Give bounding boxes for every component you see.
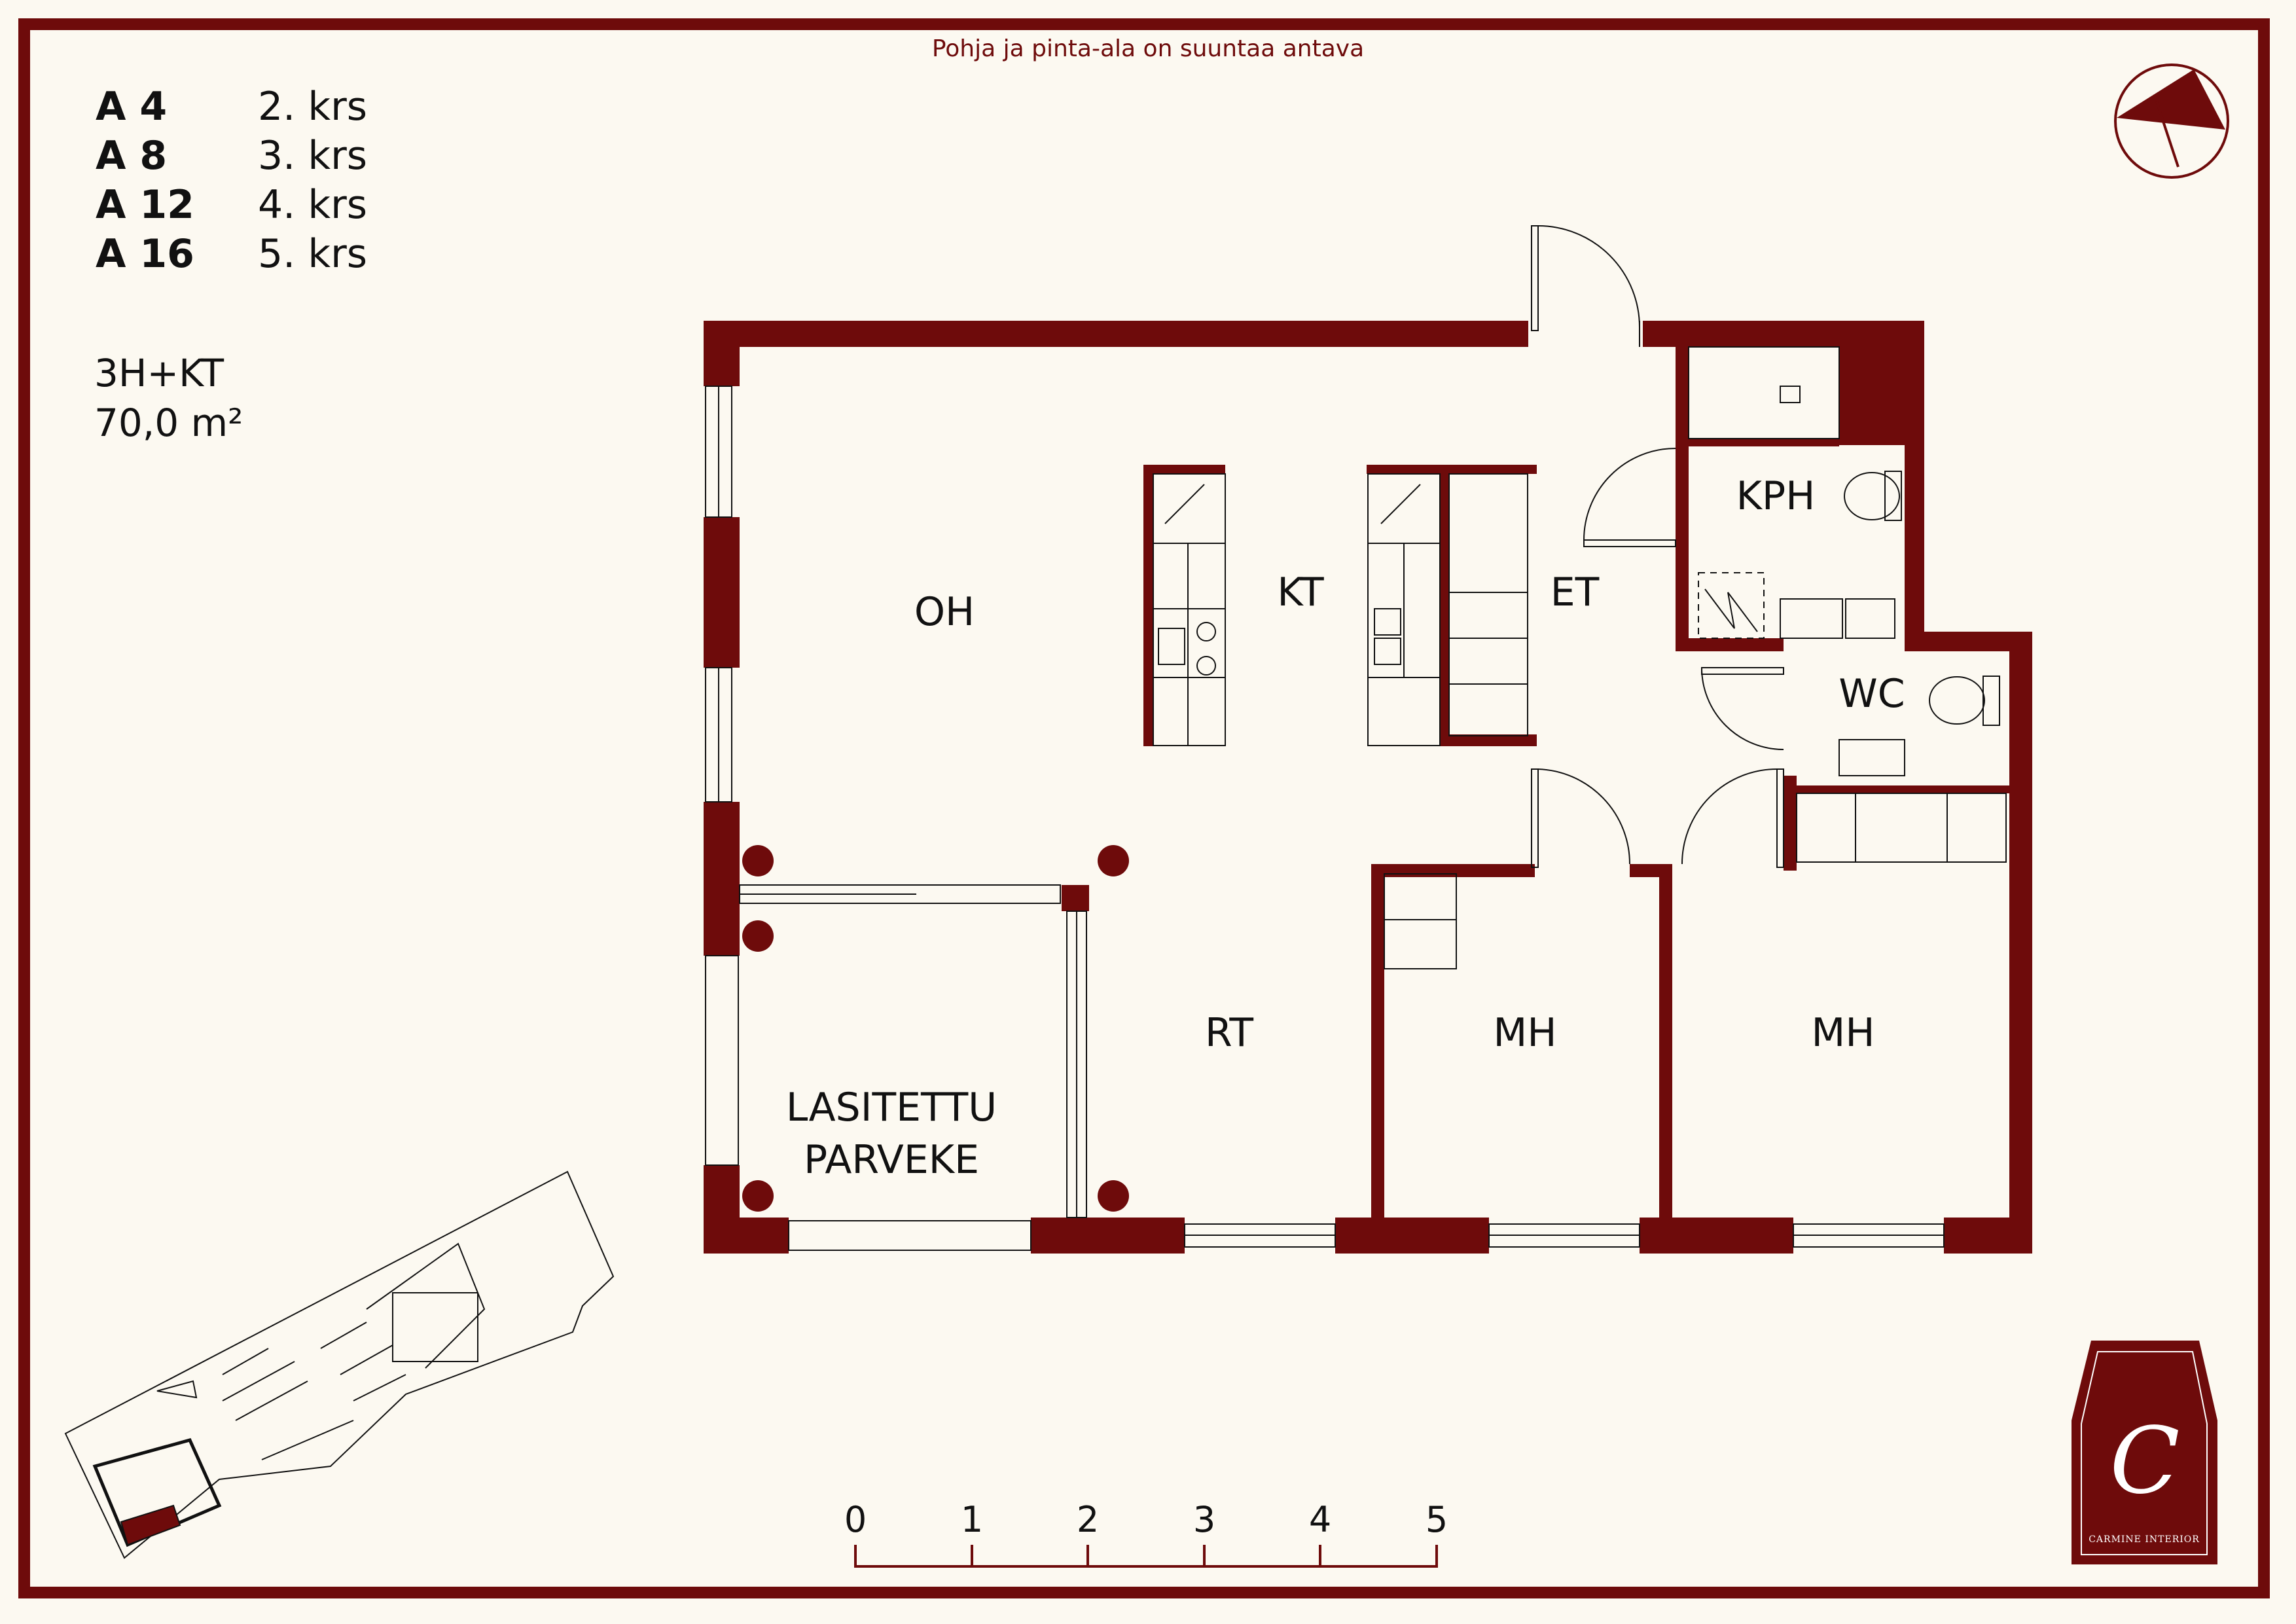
unit-floor: 5. krs [258,231,367,277]
unit-floor: 4. krs [258,182,367,228]
room-label-rt: RT [1205,1010,1253,1056]
scale-tick-label: 0 [844,1499,867,1540]
unit-code: A 8 [96,133,168,179]
room-label-mh: MH [1494,1010,1557,1056]
page-frame [18,18,2270,1598]
scale-tick-label: 3 [1193,1499,1215,1540]
compass-icon [2114,63,2229,179]
unit-floor: 3. krs [258,133,367,179]
apartment-type: 3H+KT [94,351,224,395]
unit-code: A 12 [96,182,194,228]
unit-code: A 16 [96,231,194,277]
fixtures [1153,346,2007,969]
room-label-mh: MH [1812,1010,1875,1056]
room-label-wc: WC [1839,671,1905,717]
doors [1531,225,1784,868]
room-label-balcony: PARVEKE [804,1137,979,1183]
scale-tick-label: 2 [1077,1499,1099,1540]
apartment-area: 70,0 m² [94,401,243,445]
brand-logo: C CARMINE INTERIOR [2072,1341,2217,1564]
room-label-balcony: LASITETTU [786,1085,997,1130]
brand-logo-letter: C [2109,1408,2179,1515]
room-label-kph: KPH [1736,473,1816,519]
room-label-oh: OH [914,589,975,635]
disclaimer-notice: Pohja ja pinta-ala on suuntaa antava [931,35,1365,62]
scale-tick-label: 4 [1309,1499,1331,1540]
scale-bar: 0 1 2 3 4 5 [844,1499,1448,1568]
walls [704,321,2032,1254]
brand-name: CARMINE INTERIOR [2089,1534,2200,1545]
unit-code: A 4 [96,84,168,130]
room-label-kt: KT [1277,569,1324,615]
unit-floor: 2. krs [258,84,367,130]
scale-tick-label: 5 [1426,1499,1448,1540]
windows [705,386,1945,1251]
scale-tick-label: 1 [961,1499,983,1540]
room-label-et: ET [1551,569,1600,615]
site-plan-thumbnail [64,1170,615,1559]
